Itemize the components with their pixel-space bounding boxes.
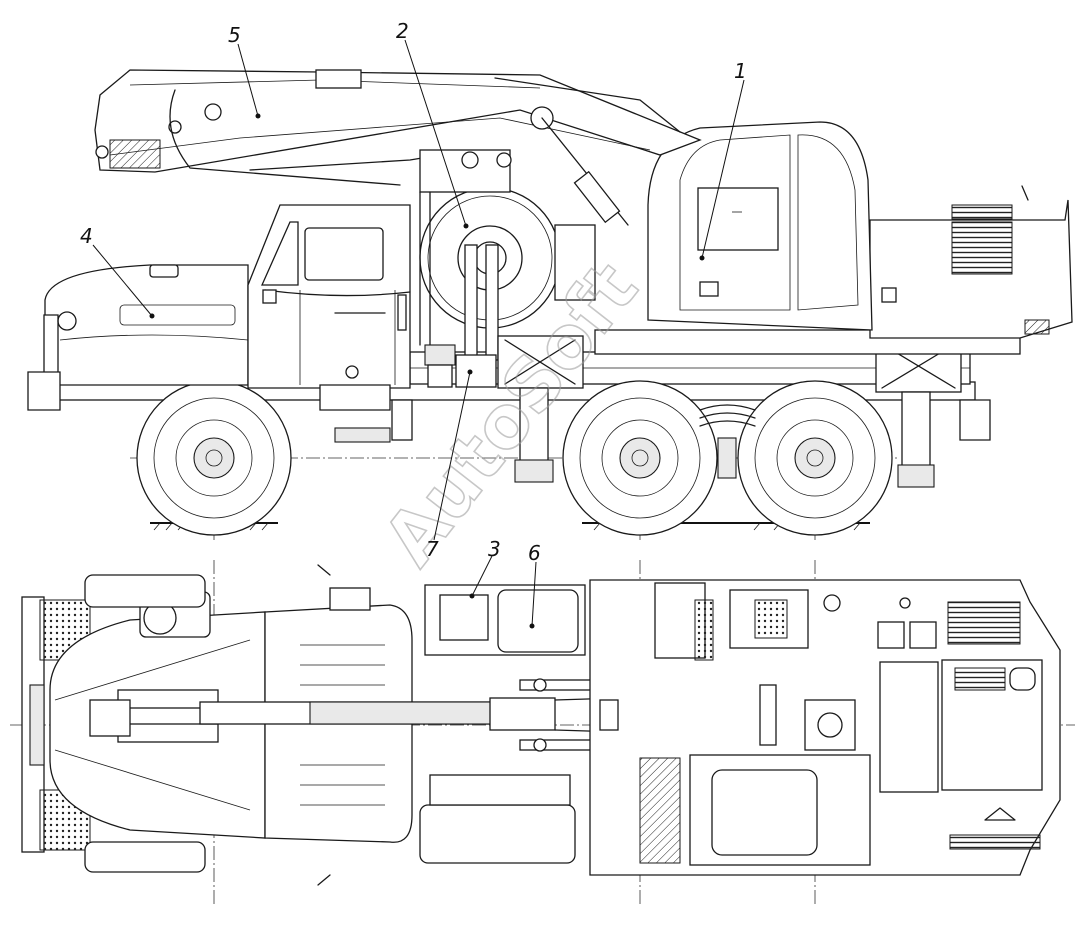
callout-label: 6: [528, 541, 541, 565]
operator-cabin: [647, 121, 873, 331]
rear-wheel: [737, 380, 893, 536]
side-view: [27, 69, 1073, 540]
callout-5: 5: [228, 23, 261, 119]
front-wheel: [136, 380, 292, 536]
ground-lines: [150, 522, 870, 531]
callout-label: 5: [228, 23, 241, 47]
callout-2: 2: [396, 19, 469, 229]
rear-outrigger: [875, 339, 991, 488]
callout-4: 4: [80, 224, 155, 319]
cab-roof: [264, 564, 413, 886]
reel-top: [419, 584, 586, 864]
callout-label: 7: [426, 537, 439, 561]
steps: [334, 399, 413, 443]
top-view: [10, 560, 1075, 905]
hydraulic-block: [424, 344, 456, 388]
callout-label: 4: [80, 224, 93, 248]
callout-7: 7: [426, 369, 473, 561]
boom-top: [89, 678, 881, 752]
callout-1: 1: [699, 59, 747, 261]
superstructure-top: [589, 579, 1061, 876]
truck-cab: [247, 204, 411, 411]
callouts: 1 2 3 4 5 6 7: [80, 19, 747, 629]
callout-label: 2: [396, 19, 409, 43]
boom: [94, 69, 702, 346]
middle-wheel: [562, 380, 718, 536]
cable-reel: [419, 187, 596, 388]
truck-hood: [27, 264, 249, 411]
callout-6: 6: [528, 541, 541, 629]
callout-label: 1: [734, 59, 747, 83]
rear-suspension: [699, 404, 756, 479]
callout-3: 3: [469, 537, 501, 599]
superstructure: [594, 185, 1073, 355]
front-outrigger: [497, 335, 584, 483]
callout-label: 3: [488, 537, 501, 561]
